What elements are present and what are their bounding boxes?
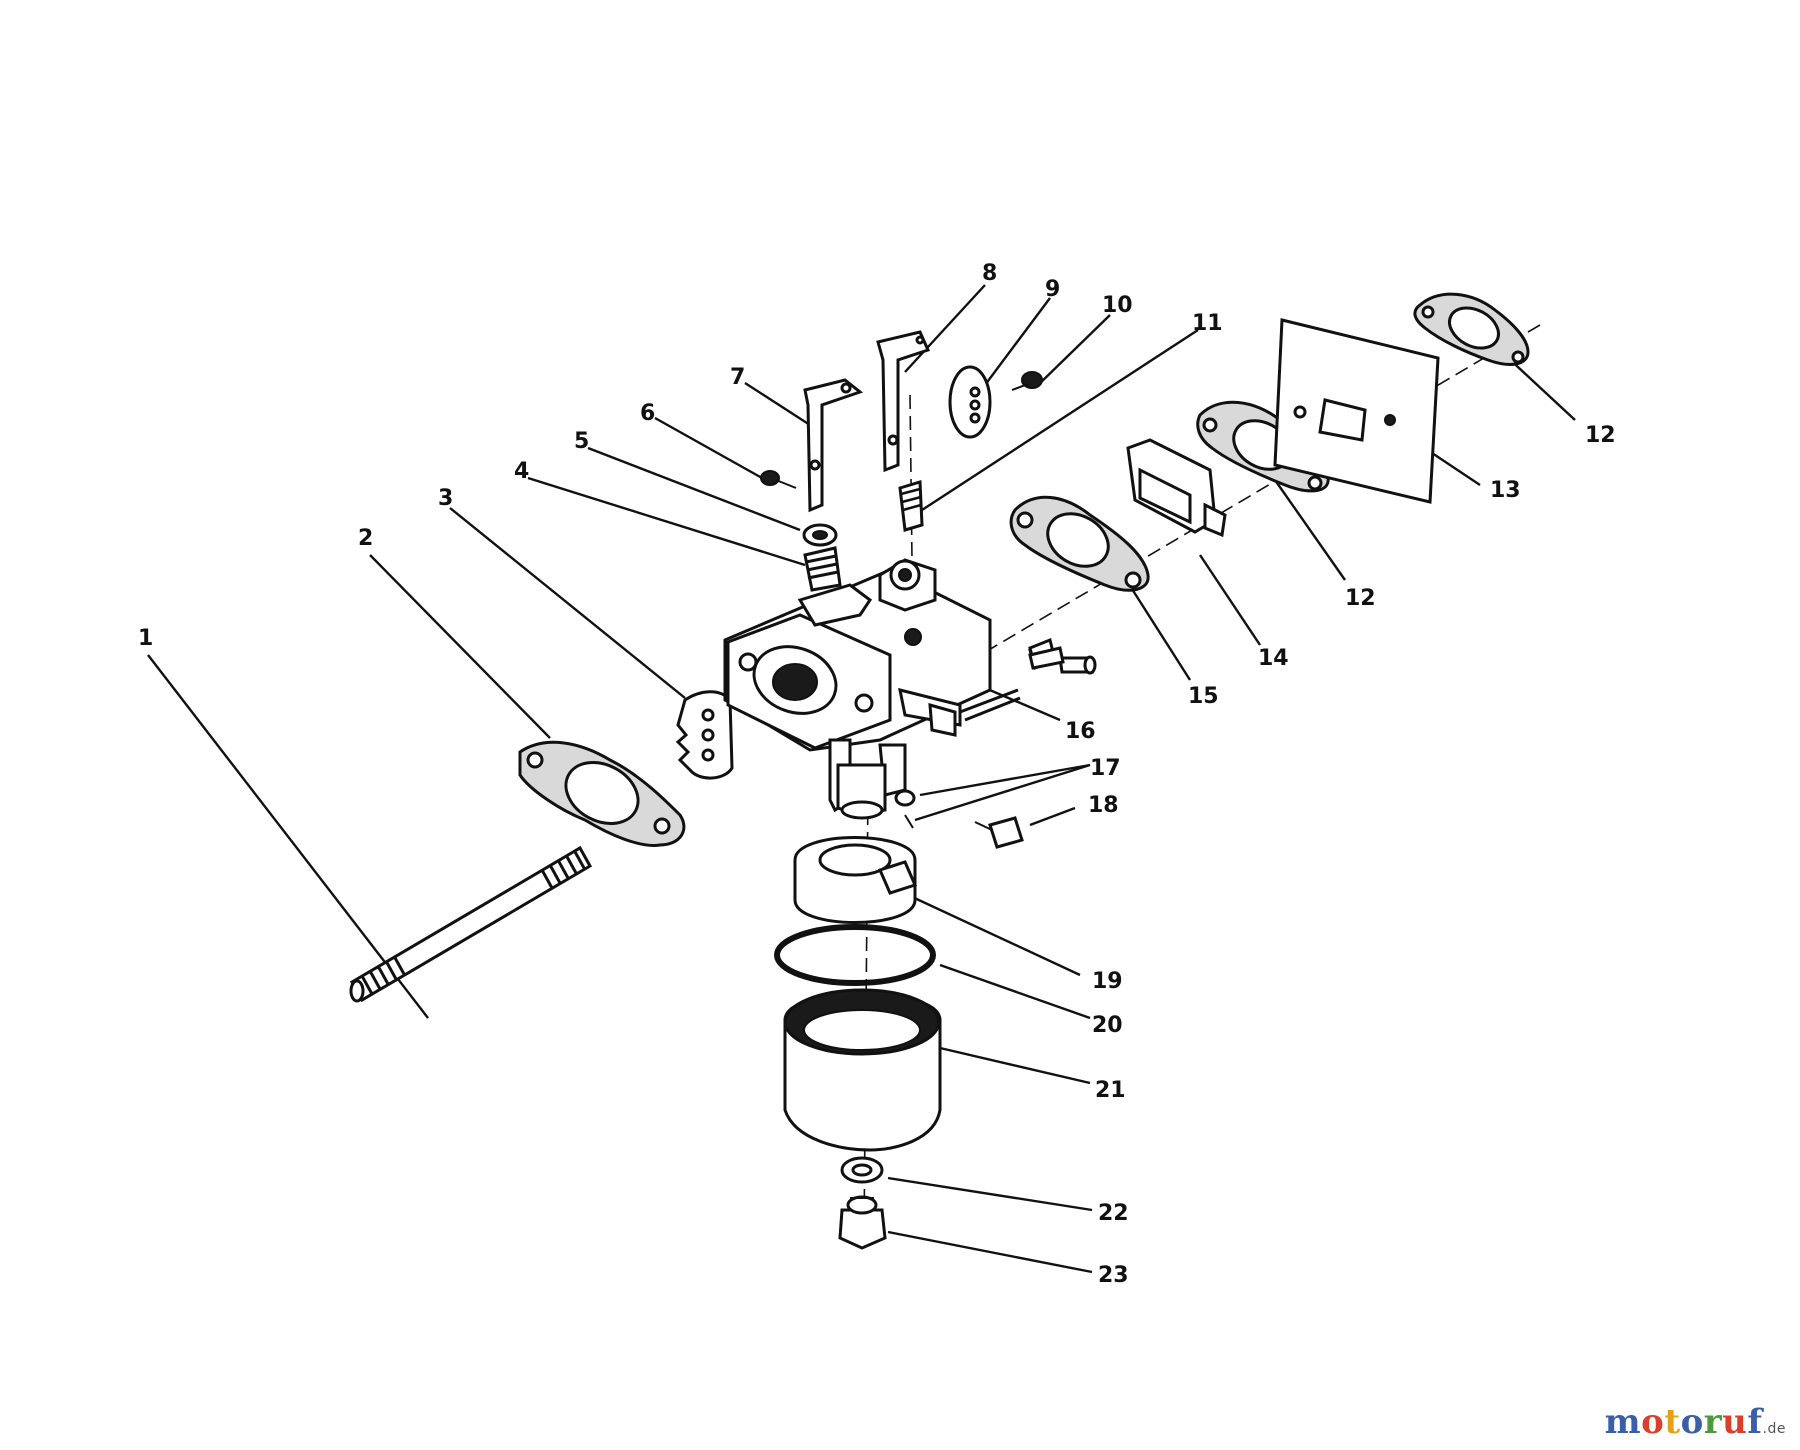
part-18-screw <box>974 816 1024 849</box>
callout-15: 15 <box>1188 684 1219 709</box>
callout-2: 2 <box>358 526 373 551</box>
part-7-throttle-shaft <box>803 378 864 513</box>
callout-7: 7 <box>730 365 745 390</box>
centerlines <box>863 324 1541 1236</box>
motoruf-logo: motoruf.de <box>1604 1402 1786 1442</box>
leader-lines <box>147 284 1576 1274</box>
part-21-float-bowl <box>783 988 942 1152</box>
part-9-choke-plate <box>948 365 992 439</box>
part-16-idle-screw <box>1028 646 1065 670</box>
part-23-drain-nut <box>838 1195 887 1250</box>
part-3-throttle-plate <box>675 690 734 780</box>
part-13-insulator-plate <box>1273 318 1440 504</box>
callout-8: 8 <box>982 261 997 286</box>
callout-18: 18 <box>1088 793 1119 818</box>
part-1-stud <box>349 845 593 1003</box>
callout-10: 10 <box>1102 293 1133 318</box>
callout-19: 19 <box>1092 969 1123 994</box>
callout-9: 9 <box>1045 277 1060 302</box>
part-12-gasket-right <box>1413 292 1530 366</box>
part-8-choke-shaft <box>876 330 931 473</box>
callout-23: 23 <box>1098 1263 1129 1288</box>
callout-6: 6 <box>640 401 655 426</box>
callout-12-right: 12 <box>1585 423 1616 448</box>
part-6-screw <box>760 470 797 489</box>
part-5-cap <box>802 523 838 547</box>
part-4-spring <box>803 546 842 592</box>
callout-13: 13 <box>1490 478 1521 503</box>
part-17-o-rings <box>894 789 916 829</box>
callout-3: 3 <box>438 486 453 511</box>
part-2-gasket <box>518 740 686 847</box>
callouts: 1 2 3 4 5 6 7 8 9 10 11 12 13 12 14 15 1… <box>138 261 1616 1288</box>
callout-5: 5 <box>574 429 589 454</box>
callout-17: 17 <box>1090 756 1121 781</box>
part-10-screw <box>1011 371 1043 391</box>
callout-1: 1 <box>138 626 153 651</box>
carburetor-body <box>723 558 1097 820</box>
part-11-needle-valve <box>898 480 924 532</box>
callout-16: 16 <box>1065 719 1096 744</box>
part-20-bowl-gasket <box>774 924 936 986</box>
callout-21: 21 <box>1095 1078 1126 1103</box>
callout-22: 22 <box>1098 1201 1129 1226</box>
part-19-float <box>793 836 918 924</box>
callout-20: 20 <box>1092 1013 1123 1038</box>
callout-14: 14 <box>1258 646 1289 671</box>
part-15-gasket <box>1009 495 1150 592</box>
callout-4: 4 <box>514 459 529 484</box>
callout-12-middle: 12 <box>1345 586 1376 611</box>
part-22-washer <box>840 1156 884 1184</box>
callout-11: 11 <box>1192 311 1223 336</box>
part-14-spacer <box>1126 438 1227 538</box>
